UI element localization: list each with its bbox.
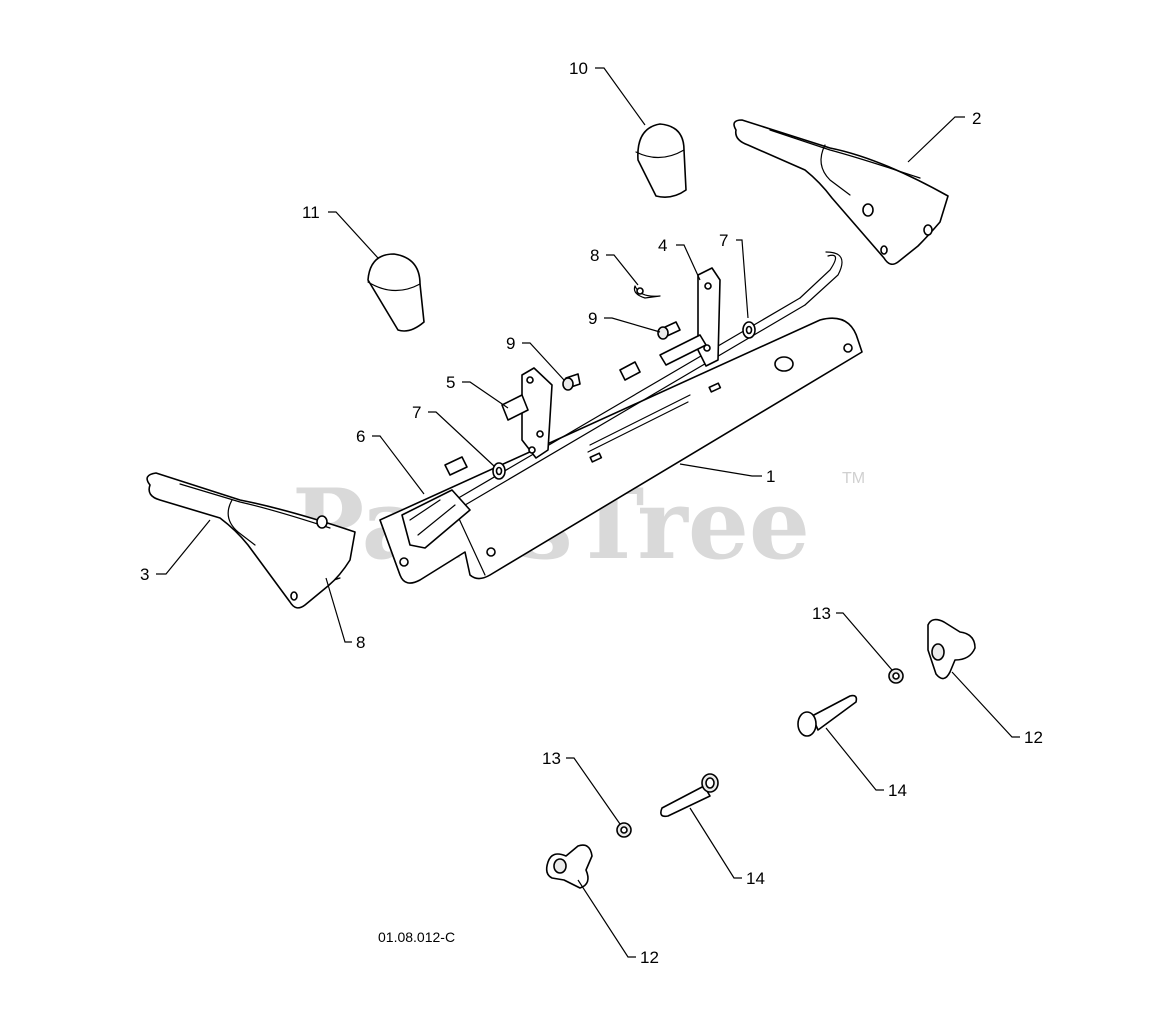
callout-12-left: 12 [640, 948, 659, 967]
part-5-left-bracket[interactable] [501, 367, 553, 459]
diagram-reference-code: 01.08.012-C [378, 929, 455, 945]
callout-2: 2 [972, 109, 981, 128]
part-13-nut-left[interactable] [616, 822, 632, 838]
part-9-bolt-lower[interactable] [562, 373, 581, 391]
part-14-bolt-left[interactable] [660, 773, 719, 818]
part-2-right-lever[interactable] [733, 119, 949, 266]
callout-4: 4 [658, 236, 667, 255]
callout-7-lower: 7 [412, 403, 421, 422]
leader-lines [156, 67, 1020, 958]
part-1-base-bracket[interactable] [379, 317, 863, 584]
callout-1: 1 [766, 467, 775, 486]
part-13-nut-right[interactable] [888, 668, 904, 684]
tab-plates [444, 361, 641, 476]
callout-14-left: 14 [746, 869, 765, 888]
callout-7-upper: 7 [719, 231, 728, 250]
callout-14-right: 14 [888, 781, 907, 800]
callout-6: 6 [356, 427, 365, 446]
callout-9-lower: 9 [506, 334, 515, 353]
callout-9-upper: 9 [588, 309, 597, 328]
part-11-knob[interactable] [367, 253, 425, 332]
part-7-washer-right[interactable] [742, 321, 756, 339]
part-4-right-bracket[interactable] [659, 267, 721, 367]
part-12-star-knob-right[interactable] [927, 618, 976, 680]
watermark-trademark: TM [842, 470, 865, 487]
part-9-bolt-upper[interactable] [657, 321, 681, 340]
part-14-bolt-right[interactable] [797, 694, 858, 737]
callout-13-right: 13 [812, 604, 831, 623]
callout-10: 10 [569, 59, 588, 78]
part-10-knob[interactable] [635, 123, 687, 198]
callout-8-lower: 8 [356, 633, 365, 652]
callout-11: 11 [302, 203, 320, 222]
callout-8-upper: 8 [590, 246, 599, 265]
callout-13-left: 13 [542, 749, 561, 768]
callout-3: 3 [140, 565, 149, 584]
callout-12-right: 12 [1024, 728, 1043, 747]
callout-5: 5 [446, 373, 455, 392]
part-8-hairpin-upper[interactable] [633, 285, 661, 299]
part-7-washer-left[interactable] [492, 462, 506, 480]
part-12-star-knob-left[interactable] [545, 844, 593, 889]
part-6-end-bracket[interactable] [401, 489, 471, 549]
